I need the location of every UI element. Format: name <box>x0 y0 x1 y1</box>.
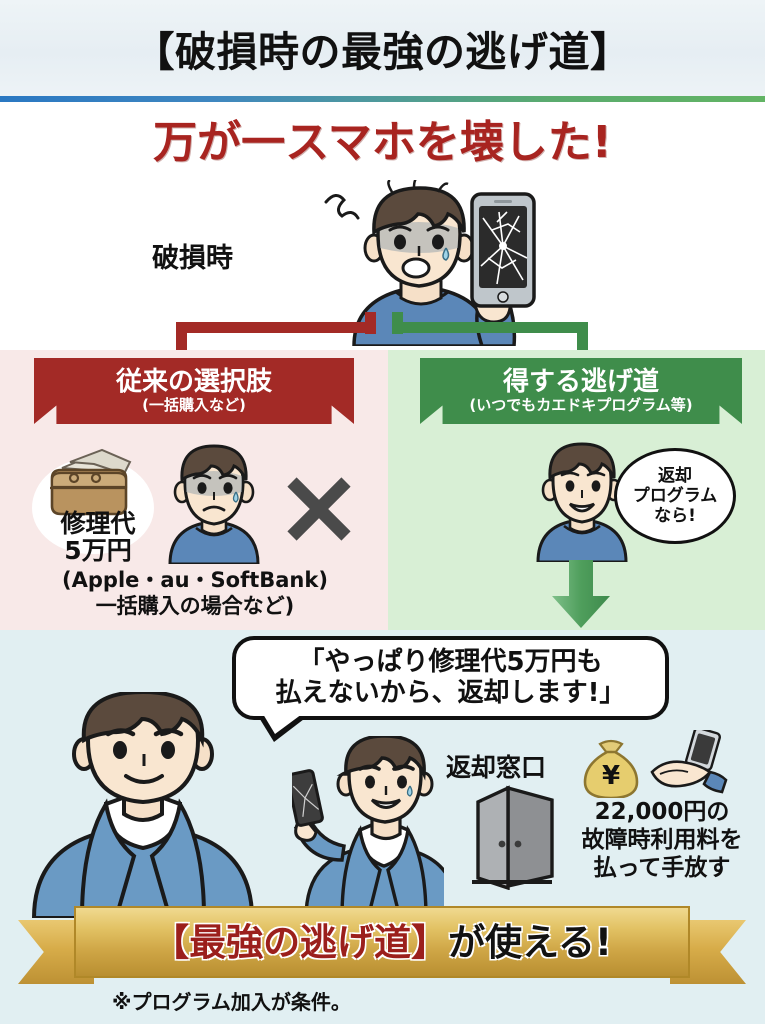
headline-zone: 万が一スマホを壊した! <box>0 102 765 174</box>
open-door-icon <box>472 785 554 890</box>
left-note-line1: (Apple・au・SoftBank) <box>62 568 328 592</box>
speech-bubble-tail-fill <box>263 714 302 734</box>
smiling-person-icon <box>536 442 628 562</box>
x-mark-icon <box>287 477 351 541</box>
yen-money-bag-icon: ¥ <box>583 739 639 798</box>
ribbon-traditional-option: 従来の選択肢 (一括購入など) <box>34 358 354 424</box>
connector-red-horizontal <box>176 322 376 333</box>
footnote-text: ※プログラム加入が条件。 <box>112 990 351 1014</box>
fee-line-3: 払って手放す <box>593 855 731 882</box>
gold-banner-body: 【最強の逃げ道】 が使える! <box>74 906 690 978</box>
smiling-man-in-blue-jacket-icon <box>31 692 255 918</box>
wallet-with-cash-icon <box>50 448 132 516</box>
header-divider <box>0 96 765 102</box>
page-title: 【破損時の最強の逃げ道】 <box>133 28 632 76</box>
header-band: 【破損時の最強の逃げ道】 <box>0 0 765 96</box>
left-note-line2: 一括購入の場合など) <box>95 593 295 618</box>
headline-text: 万が一スマホを壊した! <box>153 117 612 168</box>
ribbon-traditional-subtitle: (一括購入など) <box>142 395 246 414</box>
speech-line-3: なら! <box>654 506 696 527</box>
connector-green-vertical <box>577 322 588 358</box>
ribbon-return-program: 得する逃げ道 (いつでもカエドキプログラム等) <box>420 358 742 424</box>
ribbon-traditional-title: 従来の選択肢 <box>115 366 272 397</box>
main-speech-line1: 「やっぱり修理代5万円も <box>298 647 603 678</box>
sad-person-icon <box>168 444 260 564</box>
gold-banner: 【最強の逃げ道】 が使える! <box>18 906 746 984</box>
hand-holding-phone-icon <box>650 730 728 794</box>
repair-cost-label: 修理代 <box>60 509 136 538</box>
speech-line-2: プログラム <box>632 485 718 506</box>
green-down-arrow-icon <box>552 560 610 628</box>
return-counter-label: 返却窓口 <box>446 753 547 782</box>
repair-cost-value: 5万円 <box>64 536 132 565</box>
ribbon-return-subtitle: (いつでもカエドキプログラム等) <box>469 395 693 414</box>
return-program-speech-bubble: 返却 プログラム なら! <box>614 448 736 544</box>
fee-line-1: 22,000円の <box>594 799 730 825</box>
connector-red-vertical <box>176 322 187 358</box>
main-speech-text: 「やっぱり修理代5万円も 払えないから、返却します!」 <box>276 647 626 708</box>
worried-person-with-cracked-phone-icon <box>324 180 536 346</box>
fee-line-2: 故障時利用料を <box>581 827 743 854</box>
gold-banner-rest: が使える! <box>448 920 612 964</box>
repair-cost-block: 修理代 5万円 <box>38 510 158 564</box>
top-illustration-zone: 破損時 <box>0 174 765 350</box>
damage-label: 破損時 <box>152 243 233 274</box>
gold-banner-highlight: 【最強の逃げ道】 <box>152 920 449 964</box>
man-holding-broken-phone-icon <box>292 736 444 918</box>
yen-symbol: ¥ <box>602 761 620 791</box>
connector-green-horizontal <box>392 322 588 333</box>
speech-line-1: 返却 <box>658 465 692 486</box>
main-speech-line2: 払えないから、返却します!」 <box>275 678 626 708</box>
ribbon-return-title: 得する逃げ道 <box>502 366 659 397</box>
left-note-block: (Apple・au・SoftBank) 一括購入の場合など) <box>10 568 380 619</box>
main-speech-bubble: 「やっぱり修理代5万円も 払えないから、返却します!」 <box>232 636 669 720</box>
return-program-speech-text: 返却 プログラム なら! <box>633 466 718 526</box>
return-fee-text: 22,000円の 故障時利用料を 払って手放す <box>562 798 762 882</box>
comparison-section: 従来の選択肢 (一括購入など) 得する逃げ道 (いつでもカエドキプログラム等) … <box>0 350 765 630</box>
